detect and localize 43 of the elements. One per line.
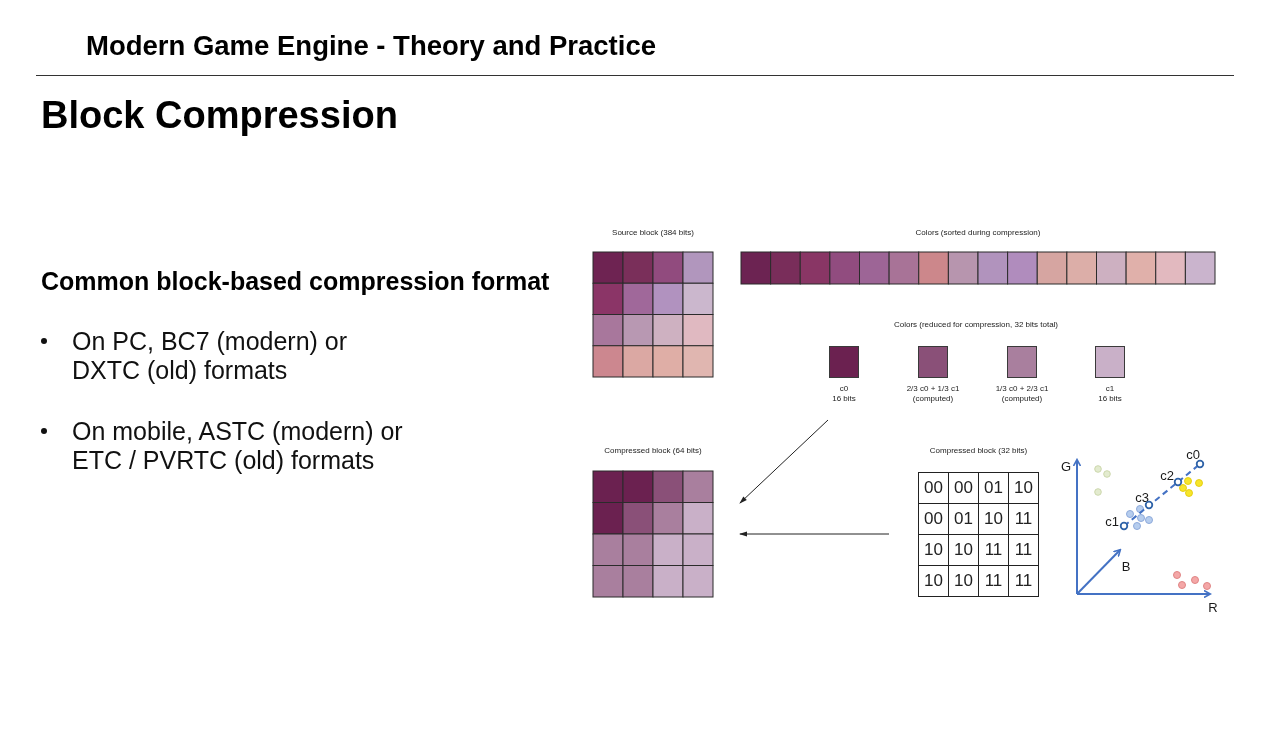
swatch-icon [829, 346, 859, 378]
swatch-caption: c1 [1104, 384, 1116, 394]
index-cell: 10 [948, 565, 979, 597]
index-cell: 10 [918, 534, 949, 566]
swatch-caption: (computed) [911, 394, 955, 404]
index-cell: 11 [1008, 534, 1039, 566]
swatch-caption: c0 [838, 384, 850, 394]
index-cell: 10 [978, 503, 1009, 535]
arrow [739, 419, 829, 504]
arrow [739, 531, 890, 537]
bullet-text: On PC, BC7 (modern) or DXTC (old) formats [72, 326, 349, 386]
block-heading: Colors (reduced for compression, 32 bits total) [892, 319, 1060, 331]
section-heading: Common block-based compression format [41, 266, 550, 296]
index-cell: 10 [918, 565, 949, 597]
swatch-caption: (computed) [1000, 394, 1044, 404]
block-heading: Colors (sorted during compression) [914, 227, 1042, 239]
swatch-caption: 2/3 c0 + 1/3 c1 [905, 384, 961, 394]
block-heading: Compressed block (64 bits) [603, 445, 703, 457]
index-cell: 11 [978, 534, 1009, 566]
block-heading: Source block (384 bits) [611, 227, 695, 239]
index-cell: 00 [948, 472, 979, 504]
swatch-icon [918, 346, 948, 378]
axis-label: G [1060, 458, 1072, 474]
swatch-caption: 16 bits [1097, 394, 1123, 404]
index-cell: 10 [1008, 472, 1039, 504]
point-label: c0 [1186, 446, 1200, 462]
header-title: Modern Game Engine - Theory and Practice [86, 30, 656, 62]
block-heading: Compressed block (32 bits) [928, 445, 1029, 457]
swatch-caption: 16 bits [831, 394, 857, 404]
index-cell: 00 [918, 503, 949, 535]
index-cell: 11 [1008, 503, 1039, 535]
bullet-text: On mobile, ASTC (modern) or ETC / PVRTC (old) formats [72, 416, 404, 476]
swatch-caption: 1/3 c0 + 2/3 c1 [994, 384, 1050, 394]
index-cell: 11 [1008, 565, 1039, 597]
index-cell: 00 [918, 472, 949, 504]
index-cell: 10 [948, 534, 979, 566]
swatch-icon [1095, 346, 1125, 378]
index-cell: 01 [948, 503, 979, 535]
swatch-icon [1007, 346, 1037, 378]
index-cell: 01 [978, 472, 1009, 504]
axis-label: R [1208, 599, 1218, 615]
slide-title: Block Compression [41, 93, 398, 137]
index-cell: 11 [978, 565, 1009, 597]
